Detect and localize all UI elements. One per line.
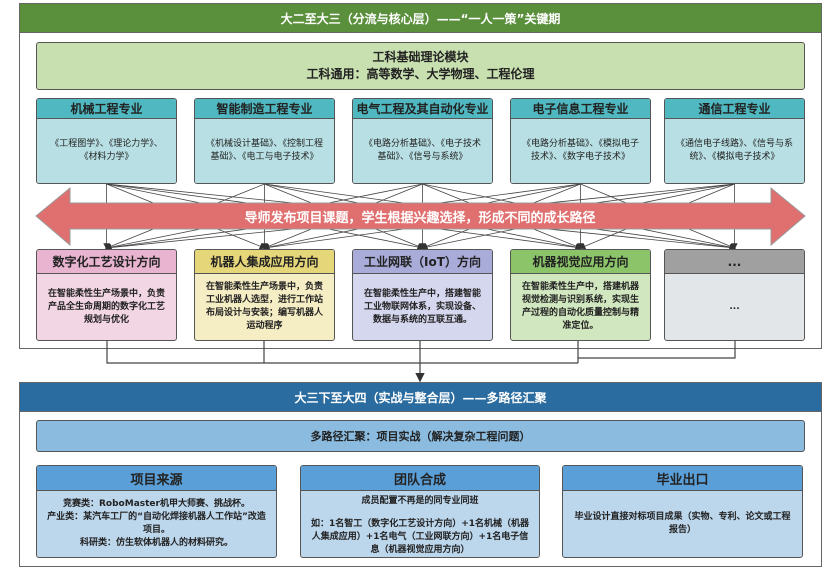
direction-card[interactable]: 机器人集成应用方向 在智能柔性生产场景中，负责工业机器人选型，进行工作站布局设计…	[194, 249, 335, 341]
stage2-card: 项目来源 竞赛类：RoboMaster机甲大师赛、挑战杯。产业类：某汽车工厂的“…	[36, 465, 277, 558]
direction-desc: ...	[729, 301, 740, 312]
card-line: 毕业设计直接对标项目成果（实物、专利、论文或工程报告）	[574, 512, 791, 535]
major-courses: 《工程图学》、《理论力学》、《材料力学》	[37, 119, 176, 183]
major-card: 机械工程专业 《工程图学》、《理论力学》、《材料力学》	[36, 98, 177, 184]
card-body: 成员配置不再是的同专业同班如：1名智工（数字化工艺设计方向）+1名机械（机器人集…	[301, 491, 539, 557]
theory-subtitle: 工科通用：高等数学、大学物理、工程伦理	[306, 67, 535, 81]
card-line: 成员配置不再是的同专业同班	[361, 496, 479, 506]
direction-desc: 在智能柔性生产场景中，负责工业机器人选型，进行工作站布局设计与安装；编写机器人运…	[205, 282, 323, 331]
major-name: 智能制造工程专业	[195, 99, 334, 119]
card-body: 竞赛类：RoboMaster机甲大师赛、挑战杯。产业类：某汽车工厂的“自动化焊接…	[37, 491, 276, 557]
major-courses: 《电路分析基础》、《电子技术基础》、《信号与系统》	[353, 119, 492, 183]
direction-name: ...	[665, 250, 804, 274]
direction-card[interactable]: 工业网联（IoT）方向 在智能柔性生产中，搭建智能工业物联网体系，实现设备、数据…	[352, 249, 493, 341]
direction-name: 机器视觉应用方向	[511, 250, 650, 274]
direction-card[interactable]: ... ...	[664, 249, 805, 341]
major-name: 电气工程及其自动化专业	[353, 99, 492, 119]
direction-desc: 在智能柔性生产场景中，负责产品全生命周期的数字化工艺规划与优化	[47, 288, 165, 325]
card-line: 科研类：仿生软体机器人的材料研究。	[79, 538, 233, 548]
stage2-card: 毕业出口 毕业设计直接对标项目成果（实物、专利、论文或工程报告）	[562, 465, 803, 558]
major-name: 电子信息工程专业	[511, 99, 650, 119]
major-name: 通信工程专业	[665, 99, 804, 119]
major-card: 电子信息工程专业 《电路分析基础》、《模拟电子技术》、《数字电子技术》	[510, 98, 651, 184]
direction-desc: 在智能柔性生产中，搭建智能工业物联网体系，实现设备、数据与系统的互联互通。	[363, 288, 481, 325]
card-line: 产业类：某汽车工厂的“自动化焊接机器人工作站”改造项目。	[47, 512, 266, 535]
choice-arrow	[35, 186, 806, 247]
direction-card[interactable]: 机器视觉应用方向 在智能柔性生产中，搭建机器视觉检测与识别系统，实现生产过程的自…	[510, 249, 651, 341]
card-line: 如：1名智工（数字化工艺设计方向）+1名机械（机器人集成应用）+1名电气（工业网…	[310, 519, 530, 555]
major-card: 通信工程专业 《通信电子线路》、《信号与系统》、《模拟电子技术》	[664, 98, 805, 184]
major-courses: 《电路分析基础》、《模拟电子技术》、《数字电子技术》	[511, 119, 650, 183]
direction-desc: 在智能柔性生产中，搭建机器视觉检测与识别系统，实现生产过程的自动化质量控制与精准…	[521, 282, 639, 331]
convergence-text: 多路径汇聚：项目实战（解决复杂工程问题）	[310, 430, 531, 443]
merge-lines	[106, 340, 736, 364]
direction-name: 机器人集成应用方向	[195, 250, 334, 274]
card-line: 竞赛类：RoboMaster机甲大师赛、挑战杯。	[63, 499, 250, 509]
card-title: 团队合成	[301, 466, 539, 491]
direction-name: 工业网联（IoT）方向	[353, 250, 492, 274]
theory-module: 工科基础理论模块 工科通用：高等数学、大学物理、工程伦理	[36, 42, 805, 90]
choice-banner-text: 导师发布项目课题，学生根据兴趣选择，形成不同的成长路径	[244, 210, 596, 226]
major-courses: 《通信电子线路》、《信号与系统》、《模拟电子技术》	[665, 119, 804, 183]
major-name: 机械工程专业	[37, 99, 176, 119]
major-card: 电气工程及其自动化专业 《电路分析基础》、《电子技术基础》、《信号与系统》	[352, 98, 493, 184]
card-title: 毕业出口	[563, 466, 802, 491]
card-body: 毕业设计直接对标项目成果（实物、专利、论文或工程报告）	[563, 491, 802, 557]
stage2-header: 大三下至大四（实战与整合层）——多路径汇聚	[19, 382, 822, 412]
direction-card[interactable]: 数字化工艺设计方向 在智能柔性生产场景中，负责产品全生命周期的数字化工艺规划与优…	[36, 249, 177, 341]
theory-title: 工科基础理论模块	[372, 50, 469, 64]
card-title: 项目来源	[37, 466, 276, 491]
convergence-banner: 多路径汇聚：项目实战（解决复杂工程问题）	[36, 420, 805, 452]
stage2-card: 团队合成 成员配置不再是的同专业同班如：1名智工（数字化工艺设计方向）+1名机械…	[300, 465, 540, 558]
major-card: 智能制造工程专业 《机械设计基础》、《控制工程基础》、《电工与电子技术》	[194, 98, 335, 184]
direction-name: 数字化工艺设计方向	[37, 250, 176, 274]
stage1-header: 大二至大三（分流与核心层）——“一人一策”关键期	[19, 3, 822, 33]
major-courses: 《机械设计基础》、《控制工程基础》、《电工与电子技术》	[195, 119, 334, 183]
